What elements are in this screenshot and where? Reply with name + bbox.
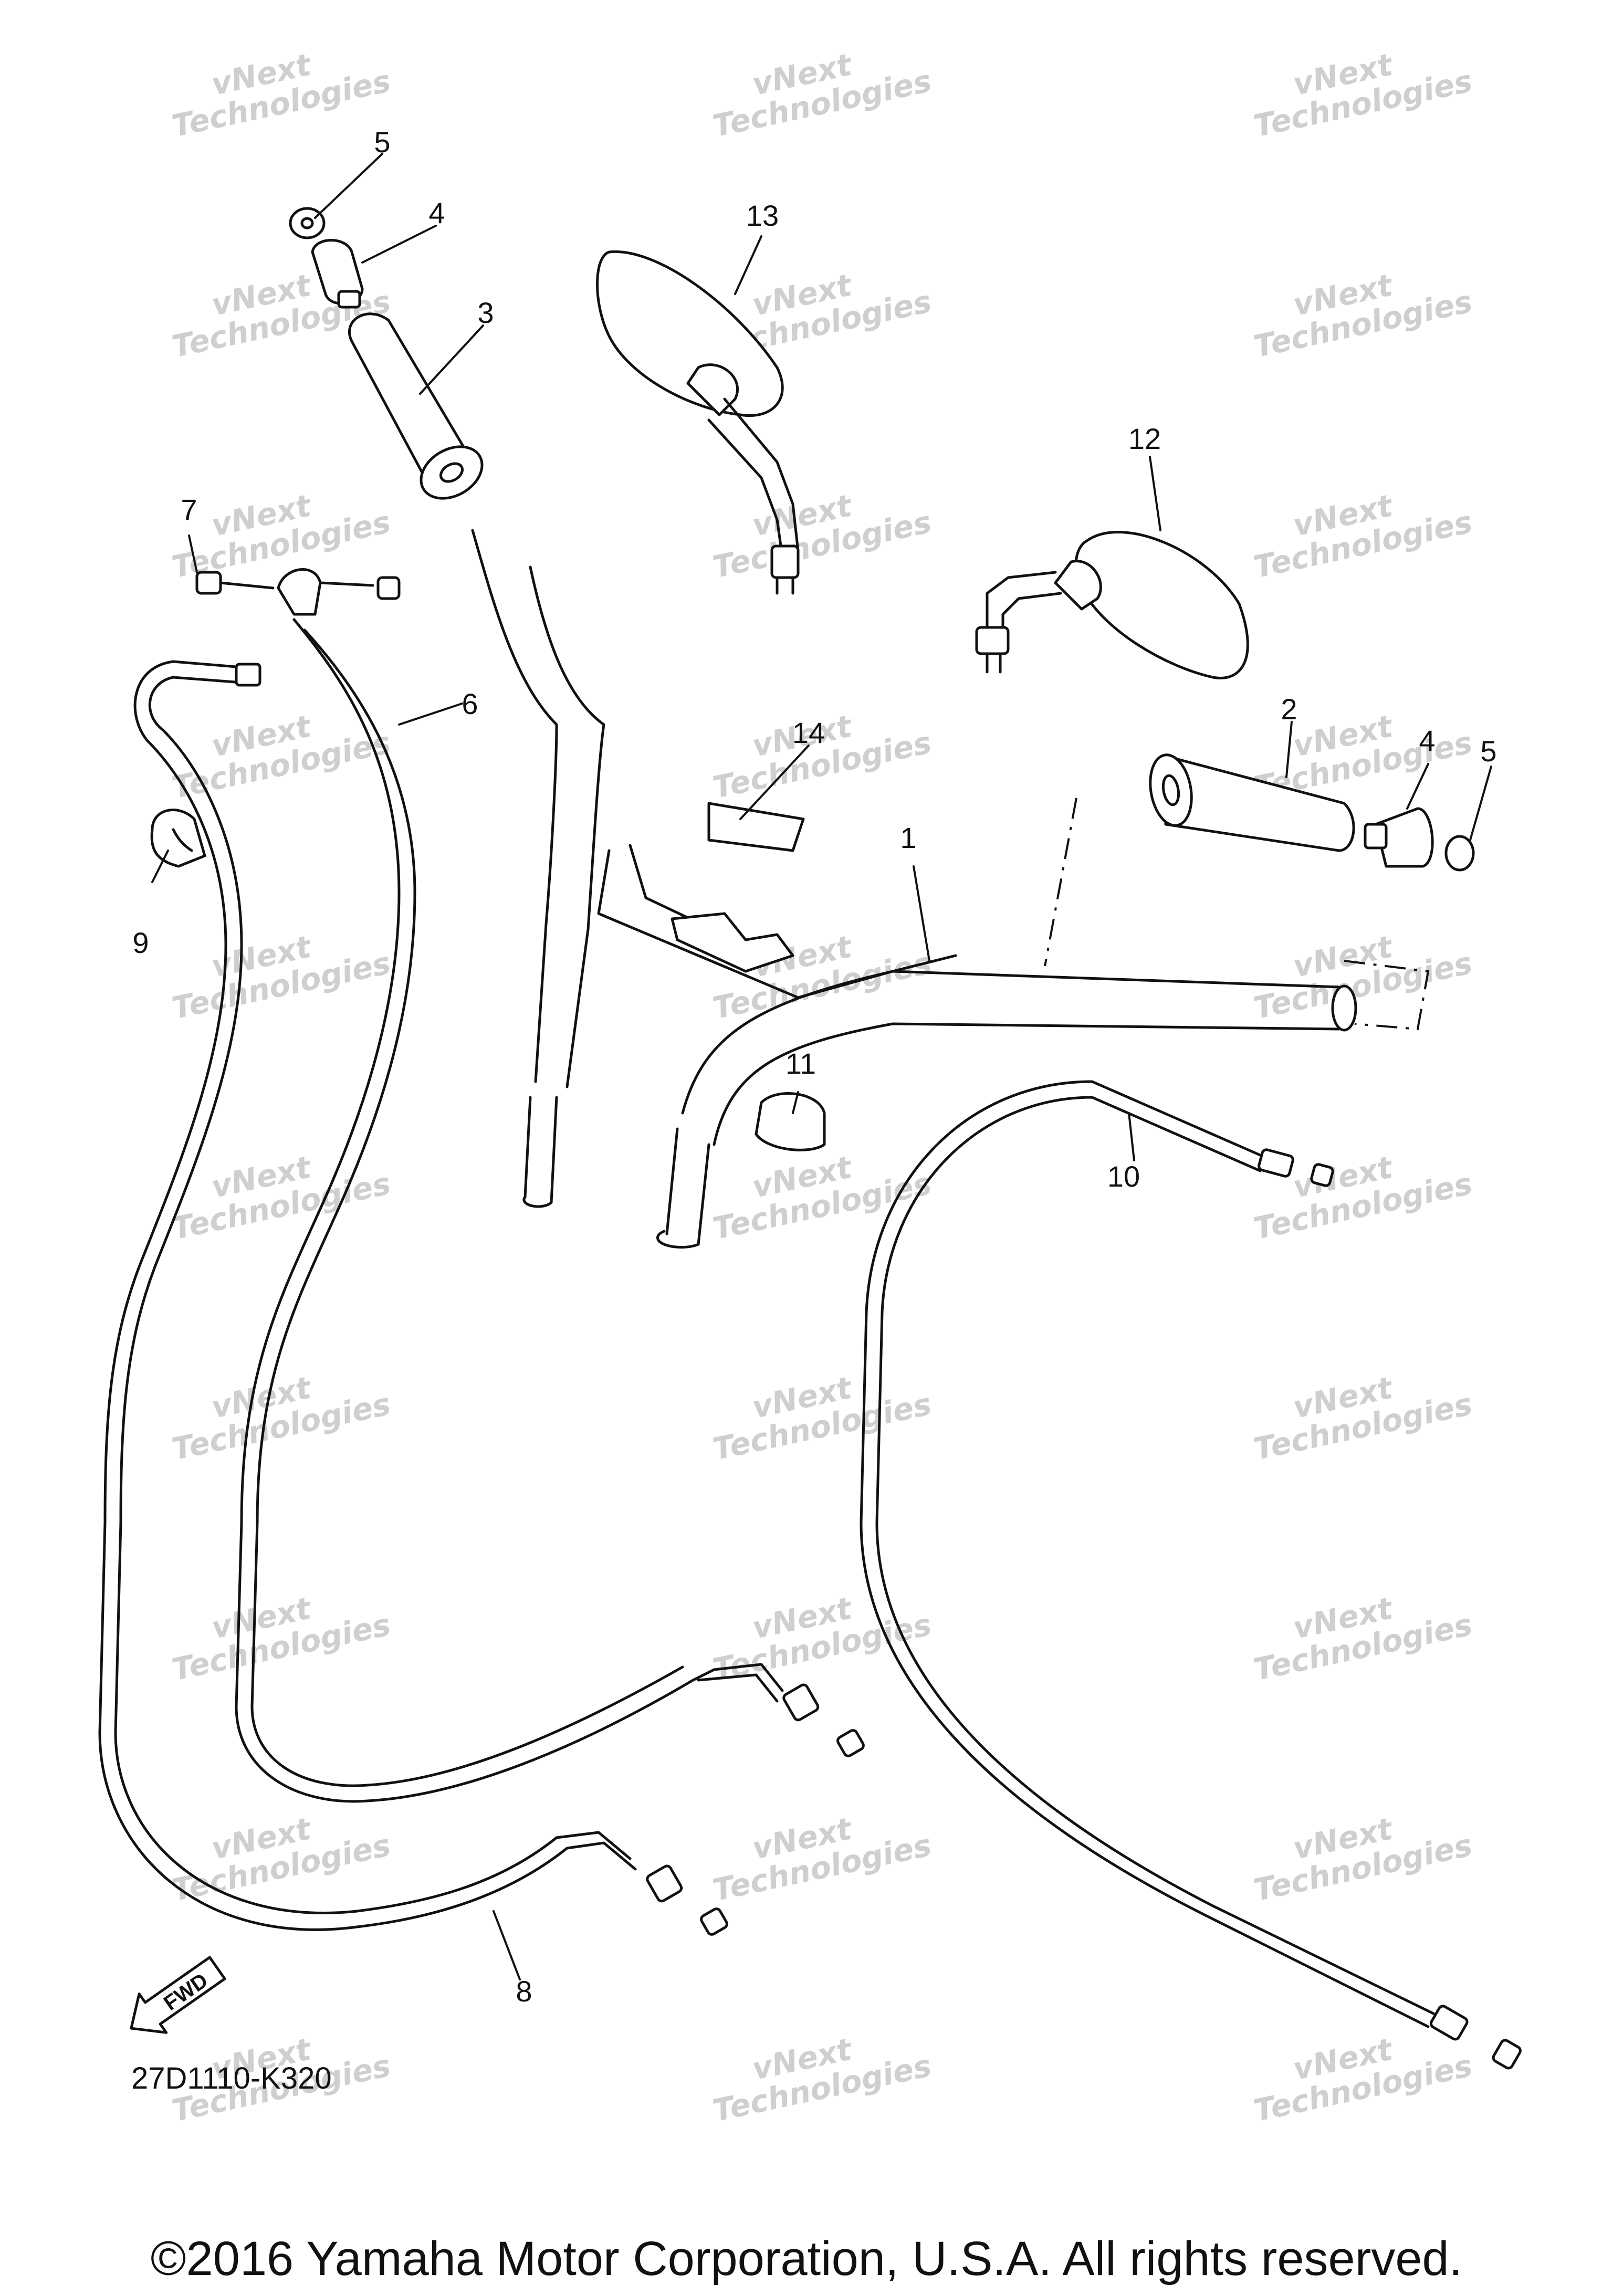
watermark: vNextTechnologies <box>162 913 394 1026</box>
right-grip <box>1149 753 1355 852</box>
watermark: vNextTechnologies <box>703 31 935 144</box>
callout-9: 9 <box>132 926 149 959</box>
callout-labels: 5 4 3 13 12 7 6 14 2 4 5 1 9 11 10 8 <box>132 125 1496 2008</box>
watermark: vNextTechnologies <box>162 693 394 805</box>
watermark: vNextTechnologies <box>1244 472 1475 585</box>
watermark: vNextTechnologies <box>1244 1134 1475 1246</box>
callout-5-left: 5 <box>374 125 390 159</box>
callout-5-right: 5 <box>1480 735 1496 768</box>
watermark: vNextTechnologies <box>703 1354 935 1467</box>
callout-12: 12 <box>1128 422 1161 455</box>
callout-10: 10 <box>1107 1160 1140 1193</box>
watermark: vNextTechnologies <box>1244 913 1475 1026</box>
lever-holder <box>195 568 401 616</box>
diagram-code: 27D1110-K320 <box>131 2061 332 2095</box>
watermark: vNextTechnologies <box>703 472 935 585</box>
watermark: vNextTechnologies <box>162 1354 394 1467</box>
callout-4-right: 4 <box>1419 724 1435 757</box>
watermark: vNextTechnologies <box>1244 31 1475 144</box>
mirrors <box>596 250 1249 679</box>
copyright-notice: ©2016 Yamaha Motor Corporation, U.S.A. A… <box>150 2232 1463 2285</box>
callout-8: 8 <box>516 1975 532 2008</box>
callout-2: 2 <box>1281 693 1297 726</box>
callout-14: 14 <box>792 716 825 749</box>
watermark: vNextTechnologies <box>162 31 394 144</box>
watermark: vNextTechnologies <box>1244 1354 1475 1467</box>
callout-3: 3 <box>477 296 494 329</box>
handlebar <box>471 529 1430 1249</box>
watermark: vNextTechnologies <box>162 1575 394 1687</box>
bar-end-weights <box>289 207 1475 872</box>
callout-1: 1 <box>900 821 916 854</box>
watermark: vNextTechnologies <box>703 1795 935 1908</box>
watermark: vNextTechnologies <box>1244 1795 1475 1908</box>
callout-11: 11 <box>785 1047 816 1080</box>
fwd-arrow-icon: FWD <box>130 1956 226 2034</box>
callout-4-left: 4 <box>428 196 445 229</box>
callout-7: 7 <box>181 493 197 526</box>
left-grip <box>348 312 484 500</box>
watermark: vNextTechnologies <box>703 2016 935 2129</box>
watermark: vNextTechnologies <box>1244 1575 1475 1687</box>
callout-6: 6 <box>462 687 478 720</box>
small-parts <box>150 802 826 1151</box>
leader-lines <box>151 153 1492 1980</box>
watermark: vNextTechnologies <box>162 1134 394 1246</box>
watermark: vNextTechnologies <box>1244 251 1475 364</box>
cables <box>98 618 1522 2070</box>
watermark: vNextTechnologies <box>162 1795 394 1908</box>
callout-13: 13 <box>746 199 779 232</box>
